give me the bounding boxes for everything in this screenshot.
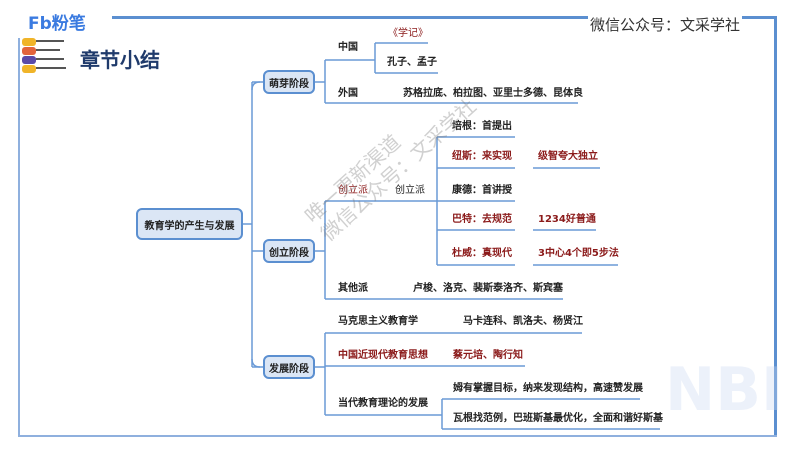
leaf-bacon: 培根：首提出 [452, 121, 512, 132]
leaf-confucius-mencius: 孔子、孟子 [387, 57, 437, 68]
branch-other-school: 其他派 [338, 283, 368, 294]
frame-left [18, 38, 20, 437]
frame-bottom [18, 435, 777, 437]
root-node: 教育学的产生与发展 [136, 208, 243, 240]
frame-right [774, 16, 777, 437]
leaf-herbart: 巴特：去规范 [452, 214, 512, 225]
leaf-marxist-thinkers: 马卡连科、凯洛夫、杨贤江 [463, 316, 583, 327]
leaf-dewey: 杜威：真现代 [452, 248, 512, 259]
frame-top [112, 16, 777, 19]
leaf-dewey-detail: 3中心4个即5步法 [538, 248, 619, 259]
leaf-foreign-thinkers: 苏格拉底、柏拉图、亚里士多德、昆体良 [403, 88, 583, 99]
stage-node-sprouting: 萌芽阶段 [263, 70, 315, 94]
leaf-contemporary-2: 瓦根找范例，巴班斯基最优化，全面和谐好斯基 [453, 413, 663, 424]
logo: Fb粉笔 [28, 14, 86, 34]
branch-china-modern: 中国近现代教育思想 [338, 350, 428, 361]
leaf-xueji: 《学记》 [388, 28, 428, 39]
leaf-herbart-detail: 1234好普通 [538, 214, 596, 225]
leaf-kant: 康德：首讲授 [452, 185, 512, 196]
leaf-contemporary-1: 姆有掌握目标，纳来发现结构，高速赞发展 [453, 383, 643, 394]
corner-watermark: NBI [665, 355, 784, 425]
stage-node-founding: 创立阶段 [263, 239, 315, 263]
watermark-text: 微信公众号：文采学社 [588, 14, 743, 35]
branch-marxist: 马克思主义教育学 [338, 316, 418, 327]
branch-founding-sub: 创立派 [395, 185, 425, 196]
stage-node-development: 发展阶段 [263, 355, 315, 379]
leaf-china-modern-thinkers: 蔡元培、陶行知 [453, 350, 523, 361]
branch-china: 中国 [338, 42, 358, 53]
section-title: 章节小结 [80, 48, 160, 72]
branch-founding-school: 创立派 [338, 185, 368, 196]
leaf-other-thinkers: 卢梭、洛克、裴斯泰洛齐、斯宾塞 [413, 283, 563, 294]
books-icon [22, 38, 68, 74]
leaf-comenius-detail: 级智夸大独立 [538, 151, 598, 162]
leaf-comenius: 纽斯：来实现 [452, 151, 512, 162]
branch-contemporary: 当代教育理论的发展 [338, 398, 428, 409]
branch-foreign: 外国 [338, 88, 358, 99]
